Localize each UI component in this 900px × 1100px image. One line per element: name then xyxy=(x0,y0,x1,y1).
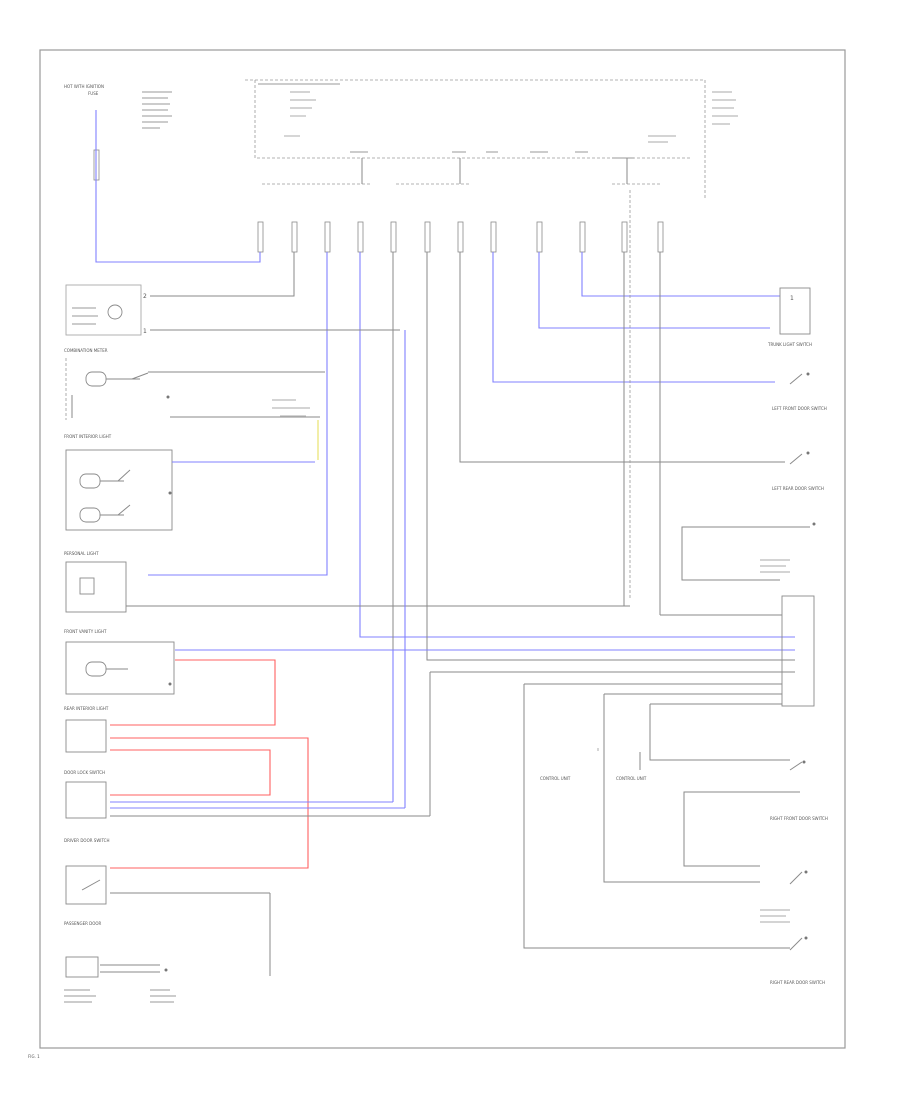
control-unit-a-label: CONTROL UNIT xyxy=(540,776,571,781)
svg-text:1: 1 xyxy=(143,328,147,335)
personal-light-label: PERSONAL LIGHT xyxy=(64,551,99,556)
svg-text:2: 2 xyxy=(143,293,147,300)
fuse-note: FUSE xyxy=(88,91,99,96)
control-unit-b-label: CONTROL UNIT xyxy=(616,776,647,781)
left-components: 2 1 COMBINATION METER FRONT INTERIOR LIG… xyxy=(64,284,795,1003)
right-rear-door-label: RIGHT REAR DOOR SWITCH xyxy=(770,980,825,985)
front-vanity-light-label: FRONT VANITY LIGHT xyxy=(64,629,107,634)
passenger-door-label: PASSENGER DOOR xyxy=(64,921,102,926)
diagram-frame xyxy=(39,49,846,1049)
top-connectors xyxy=(93,149,664,253)
driver-door-switch-label: DRIVER DOOR SWITCH xyxy=(64,838,109,843)
right-front-door-label: RIGHT FRONT DOOR SWITCH xyxy=(770,816,828,821)
left-front-door-label: LEFT FRONT DOOR SWITCH xyxy=(772,406,827,411)
left-rear-door-label: LEFT REAR DOOR SWITCH xyxy=(772,486,824,491)
door-lock-switch-label: DOOR LOCK SWITCH xyxy=(64,770,105,775)
right-components: 1 TRUNK LIGHT SWITCH LEFT FRONT DOOR SWI… xyxy=(523,287,828,985)
vertical-wires xyxy=(95,110,795,661)
hot-label: HOT WITH IGNITION xyxy=(64,84,104,89)
trunk-switch-label: TRUNK LIGHT SWITCH xyxy=(767,342,812,347)
combination-meter-label: COMBINATION METER xyxy=(64,348,108,353)
front-interior-light-label: FRONT INTERIOR LIGHT xyxy=(64,434,112,439)
footer-code: FIG. 1 xyxy=(28,1054,40,1059)
top-fuse-area: HOT WITH IGNITION FUSE xyxy=(64,79,738,200)
svg-text:1: 1 xyxy=(790,295,794,302)
rear-interior-light-label: REAR INTERIOR LIGHT xyxy=(64,706,109,711)
